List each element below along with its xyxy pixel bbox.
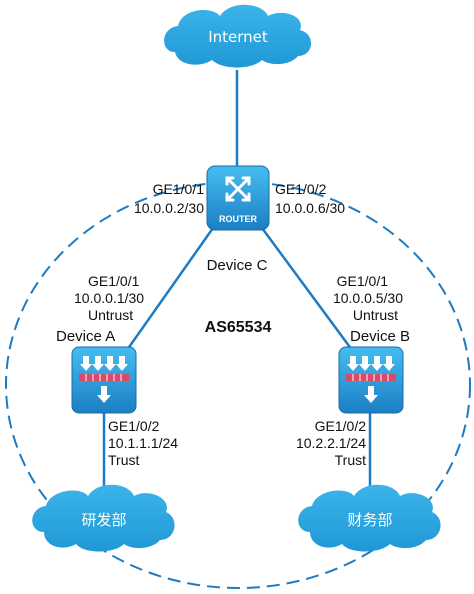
device-a-name: Device A [56, 328, 115, 345]
firewall-icon [79, 356, 129, 403]
firewall-icon [346, 356, 396, 403]
cloud-finance: 财务部 [298, 484, 441, 552]
device-c-left-ip: 10.0.0.2/30 [134, 200, 204, 216]
device-b-down-port: GE1/0/2 [315, 418, 367, 434]
link-c-b [260, 227, 354, 351]
device-b-down-ip: 10.2.2.1/24 [296, 435, 366, 451]
router-device-c: ROUTER [206, 165, 270, 231]
cloud-finance-label: 财务部 [347, 511, 392, 529]
cloud-rd: 研发部 [32, 484, 175, 552]
device-c-right-ip: 10.0.0.6/30 [275, 200, 345, 216]
device-c-right-port: GE1/0/2 [275, 181, 327, 197]
device-b-down-zone: Trust [335, 452, 366, 468]
device-b-up-port: GE1/0/1 [337, 273, 389, 289]
as-number: AS65534 [205, 319, 272, 336]
device-a-down-ip: 10.1.1.1/24 [108, 435, 178, 451]
device-b-up-zone: Untrust [353, 307, 398, 323]
cloud-rd-label: 研发部 [81, 511, 126, 529]
device-a-up-port: GE1/0/1 [88, 273, 140, 289]
cloud-internet: Internet [164, 4, 312, 68]
device-a-up-zone: Untrust [88, 307, 133, 323]
device-a-up-ip: 10.0.0.1/30 [74, 290, 144, 306]
device-b-up-ip: 10.0.0.5/30 [333, 290, 403, 306]
internet-label: Internet [208, 28, 268, 46]
links [102, 70, 372, 497]
device-a-down-port: GE1/0/2 [108, 418, 160, 434]
firewall-device-a [71, 346, 137, 414]
router-icon [225, 176, 251, 202]
firewall-device-b [338, 346, 404, 414]
device-a-down-zone: Trust [108, 452, 139, 468]
router-badge: ROUTER [219, 214, 258, 224]
device-b-name: Device B [350, 328, 410, 345]
device-c-left-port: GE1/0/1 [153, 181, 205, 197]
link-c-a [125, 227, 215, 351]
device-c-name: Device C [207, 257, 268, 274]
